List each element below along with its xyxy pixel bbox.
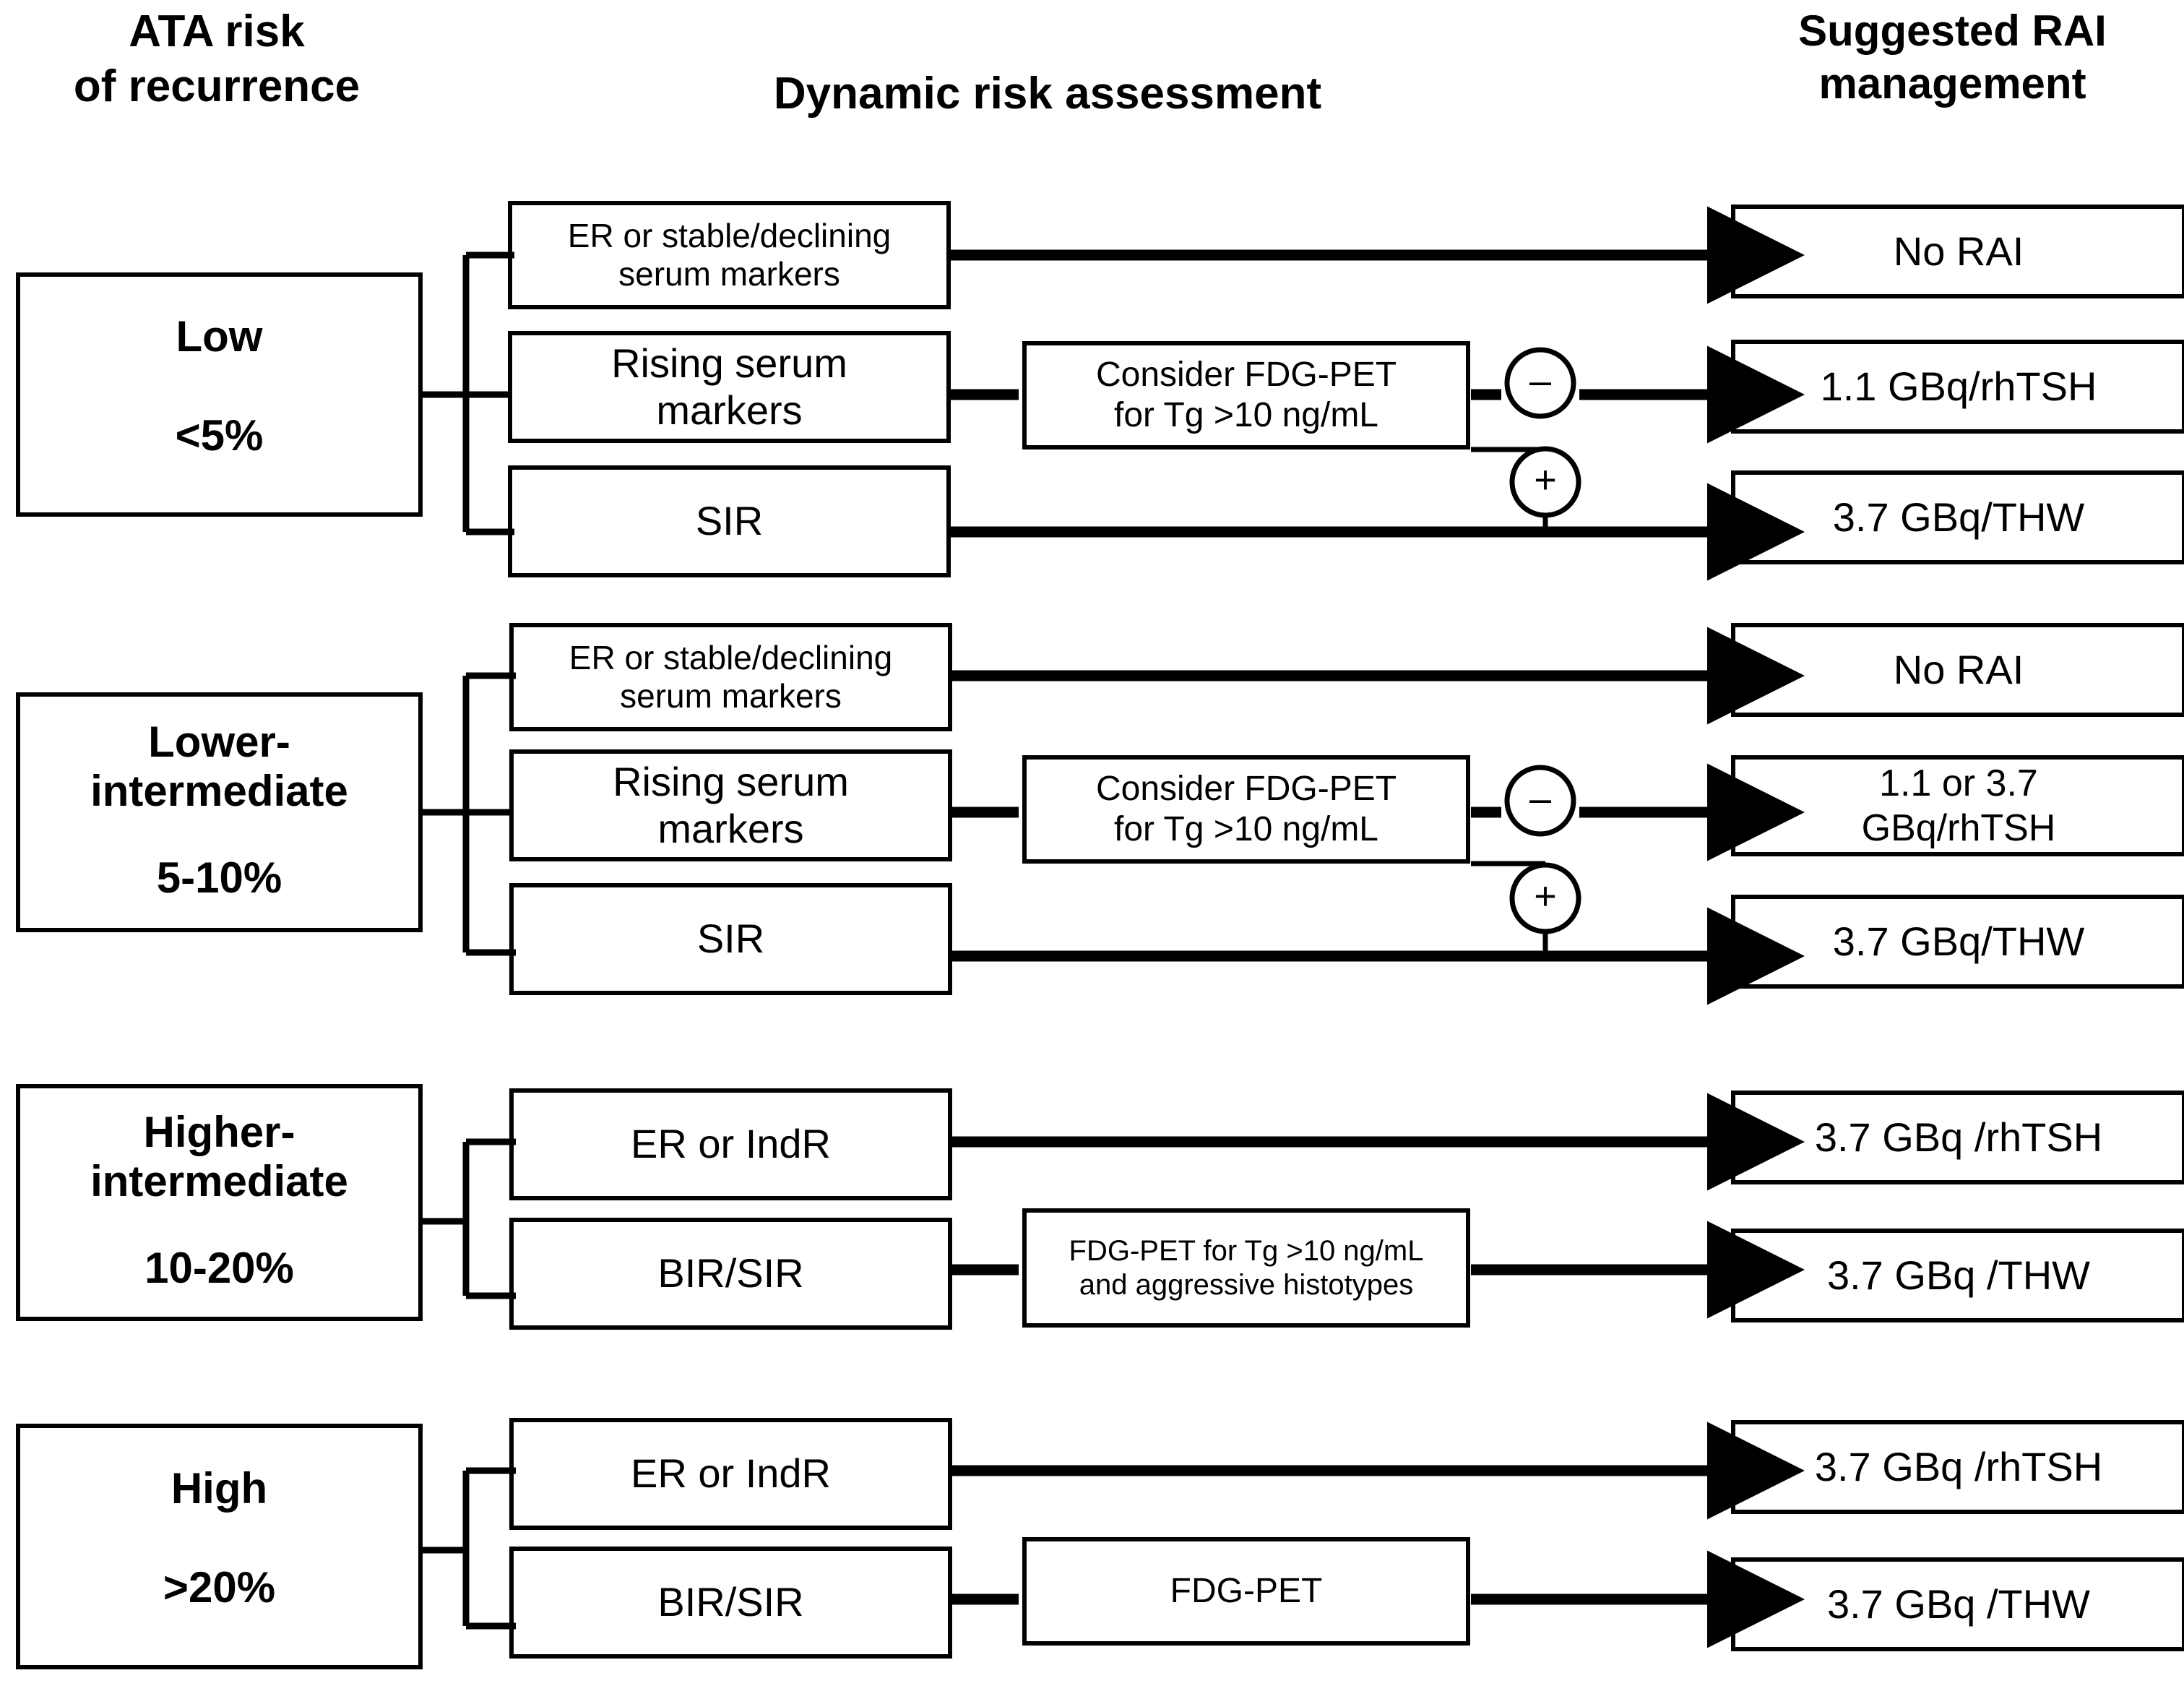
assessment-box-low-sir[interactable]: SIR — [508, 465, 951, 577]
outcome-box-high-37-gbq-thw[interactable]: 3.7 GBq /THW — [1731, 1557, 2184, 1651]
outcome-box-higherint-37-gbq-thw[interactable]: 3.7 GBq /THW — [1731, 1229, 2184, 1322]
risk-label-high: High — [171, 1464, 268, 1513]
risk-box-high[interactable]: High >20% — [16, 1424, 423, 1669]
risk-box-low[interactable]: Low <5% — [16, 272, 423, 517]
outcome-box-lowint-11-or-37-gbq-rhtsh[interactable]: 1.1 or 3.7 GBq/rhTSH — [1731, 755, 2184, 856]
outcome-box-low-no-rai[interactable]: No RAI — [1731, 205, 2184, 298]
plus-sign-low: + — [1534, 458, 1557, 502]
outcome-box-higherint-37-gbq-rhtsh[interactable]: 3.7 GBq /rhTSH — [1731, 1091, 2184, 1184]
assessment-box-high-er-indr[interactable]: ER or IndR — [509, 1418, 952, 1530]
outcome-box-lowint-no-rai[interactable]: No RAI — [1731, 623, 2184, 717]
risk-label-lower-intermediate: Lower- intermediate — [90, 718, 348, 815]
risk-box-lower-intermediate[interactable]: Lower- intermediate 5-10% — [16, 692, 423, 932]
assessment-box-low-er-stable[interactable]: ER or stable/declining serum markers — [508, 201, 951, 309]
risk-percent-higher-intermediate: 10-20% — [144, 1243, 294, 1292]
pet-box-low[interactable]: Consider FDG-PET for Tg >10 ng/mL — [1022, 341, 1470, 450]
outcome-box-high-37-gbq-rhtsh[interactable]: 3.7 GBq /rhTSH — [1731, 1420, 2184, 1514]
outcome-box-lowint-37-gbq-thw[interactable]: 3.7 GBq/THW — [1731, 895, 2184, 989]
pet-box-higher-intermediate[interactable]: FDG-PET for Tg >10 ng/mL and aggressive … — [1022, 1208, 1470, 1328]
assessment-box-higherint-er-indr[interactable]: ER or IndR — [509, 1088, 952, 1200]
bracket-low — [423, 251, 514, 535]
risk-box-higher-intermediate[interactable]: Higher- intermediate 10-20% — [16, 1084, 423, 1321]
minus-sign-lower-intermediate: – — [1529, 777, 1552, 820]
assessment-box-higherint-bir-sir[interactable]: BIR/SIR — [509, 1218, 952, 1330]
assessment-box-lowint-rising-markers[interactable]: Rising serum markers — [509, 749, 952, 861]
bracket-lower-intermediate — [423, 672, 516, 956]
outcome-box-low-37-gbq-thw[interactable]: 3.7 GBq/THW — [1731, 470, 2184, 564]
risk-percent-high: >20% — [163, 1562, 276, 1612]
column-header-dynamic-risk-assessment: Dynamic risk assessment — [773, 69, 1322, 119]
outcome-box-low-11-gbq-rhtsh[interactable]: 1.1 GBq/rhTSH — [1731, 340, 2184, 434]
risk-percent-low: <5% — [175, 410, 264, 460]
assessment-box-lowint-er-stable[interactable]: ER or stable/declining serum markers — [509, 623, 952, 731]
column-header-suggested-rai-management: Suggested RAI management — [1798, 7, 2107, 108]
column-header-ata-risk: ATA risk of recurrence — [73, 7, 361, 111]
bracket-high — [423, 1467, 516, 1630]
plus-sign-lower-intermediate: + — [1534, 874, 1557, 918]
risk-label-higher-intermediate: Higher- intermediate — [90, 1108, 348, 1205]
risk-percent-lower-intermediate: 5-10% — [156, 853, 282, 902]
pet-box-high[interactable]: FDG-PET — [1022, 1537, 1470, 1646]
pet-box-lower-intermediate[interactable]: Consider FDG-PET for Tg >10 ng/mL — [1022, 755, 1470, 864]
bracket-higher-intermediate — [423, 1138, 516, 1299]
assessment-box-high-bir-sir[interactable]: BIR/SIR — [509, 1547, 952, 1659]
minus-sign-low: – — [1529, 359, 1552, 403]
assessment-box-low-rising-markers[interactable]: Rising serum markers — [508, 331, 951, 443]
risk-label-low: Low — [176, 312, 263, 361]
assessment-box-lowint-sir[interactable]: SIR — [509, 883, 952, 995]
